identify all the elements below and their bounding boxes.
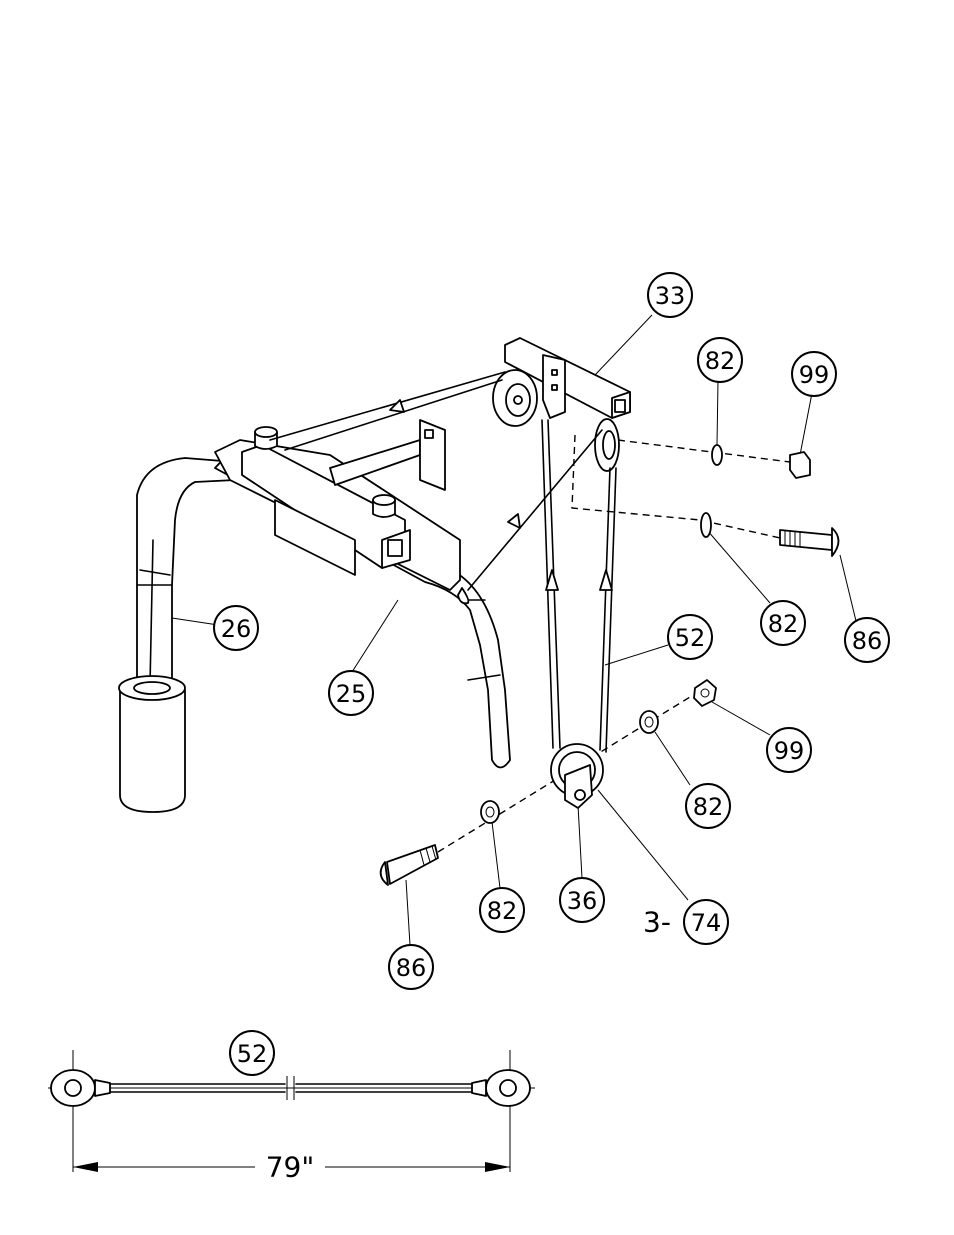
- callout-label: 26: [221, 615, 252, 643]
- callout-82: 82: [686, 784, 730, 828]
- callout-label: 99: [799, 361, 830, 389]
- callout-label: 82: [705, 347, 736, 375]
- callout-86: 86: [845, 618, 889, 662]
- callout-label: 82: [693, 793, 724, 821]
- washer-82: [640, 711, 658, 733]
- callout-26: 26: [214, 606, 258, 650]
- callout-82: 82: [480, 888, 524, 932]
- callout-52: 52: [668, 615, 712, 659]
- bolt-86: [780, 528, 839, 556]
- pulley-wheel: [493, 370, 537, 426]
- callout-86: 86: [389, 945, 433, 989]
- floating-pulley-36: [551, 744, 603, 808]
- bolt-86: [381, 845, 438, 885]
- callout-label: 82: [487, 897, 518, 925]
- callout-82: 82: [761, 601, 805, 645]
- callout-label: 82: [768, 610, 799, 638]
- washer-82: [701, 513, 711, 537]
- washer-82: [481, 801, 499, 823]
- upright-tube-26: [137, 458, 235, 690]
- cable-length-detail: 79": [48, 1050, 535, 1184]
- cable-length-dimension: 79": [266, 1151, 315, 1184]
- adjustment-knob[interactable]: [255, 427, 277, 449]
- pulley-wheel: [595, 419, 619, 471]
- roller-pad: [119, 676, 185, 812]
- callout-label: 25: [336, 680, 367, 708]
- callout-label: 52: [675, 624, 706, 652]
- callout-99: 99: [767, 728, 811, 772]
- adjustment-knob[interactable]: [373, 495, 395, 517]
- callout-label: 86: [396, 954, 427, 982]
- callout-33: 33: [648, 273, 692, 317]
- quantity-prefix: 3-: [643, 906, 671, 939]
- callout-label: 33: [655, 282, 686, 310]
- nut-99: [790, 452, 810, 478]
- callout-label: 36: [567, 887, 598, 915]
- callout-82: 82: [698, 338, 742, 382]
- callout-label: 99: [774, 737, 805, 765]
- callout-label: 86: [852, 627, 883, 655]
- callout-25: 25: [329, 671, 373, 715]
- callout-label: 52: [237, 1040, 268, 1068]
- callout-74: 74: [684, 900, 728, 944]
- callout-52: 52: [230, 1031, 274, 1075]
- callout-label: 74: [691, 909, 722, 937]
- washer-82: [712, 445, 722, 465]
- callout-36: 36: [560, 878, 604, 922]
- callout-99: 99: [792, 352, 836, 396]
